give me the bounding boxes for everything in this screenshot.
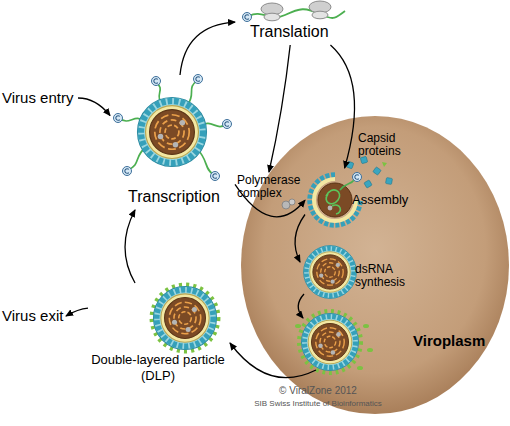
flow-arrow xyxy=(180,22,235,75)
flow-arrow xyxy=(295,215,305,263)
step-label: Double-layered particle (DLP) xyxy=(88,352,228,384)
flow-arrow xyxy=(78,98,110,116)
ribosome-illustration xyxy=(243,1,346,22)
dsrna-particle xyxy=(304,246,357,299)
step-label: Viroplasm xyxy=(413,332,499,349)
step-label: Virus exit xyxy=(2,307,66,324)
exit-node: Virus exit xyxy=(2,306,66,326)
step-label: Translation xyxy=(250,23,347,41)
flow-arrow xyxy=(330,45,354,168)
credit-text: © ViralZone 2012 xyxy=(208,385,428,397)
step-label: Polymerase complex xyxy=(237,174,302,200)
transcribing-particle xyxy=(114,75,232,181)
flow-arrow xyxy=(269,45,290,172)
step-label: dsRNA synthesis xyxy=(355,263,405,289)
dlp-particle xyxy=(152,285,218,351)
viroplasm-ellipse xyxy=(241,116,509,414)
step-label: Assembly xyxy=(352,192,414,207)
entry-node: Virus entry xyxy=(2,88,78,108)
viroplasm-region: Viroplasm Assembly dsRNA synthesis xyxy=(240,115,510,415)
credit-text: SIB Swiss Institute of Bioinformatics xyxy=(208,399,428,408)
step-label: Transcription xyxy=(128,188,232,206)
step-label: Virus entry xyxy=(2,89,78,106)
flow-arrow xyxy=(235,184,305,216)
flow-arrow xyxy=(66,308,88,316)
flow-arrow xyxy=(125,210,135,283)
edge-label: Capsid proteins xyxy=(358,132,406,158)
translation-node: Translation xyxy=(235,0,350,45)
